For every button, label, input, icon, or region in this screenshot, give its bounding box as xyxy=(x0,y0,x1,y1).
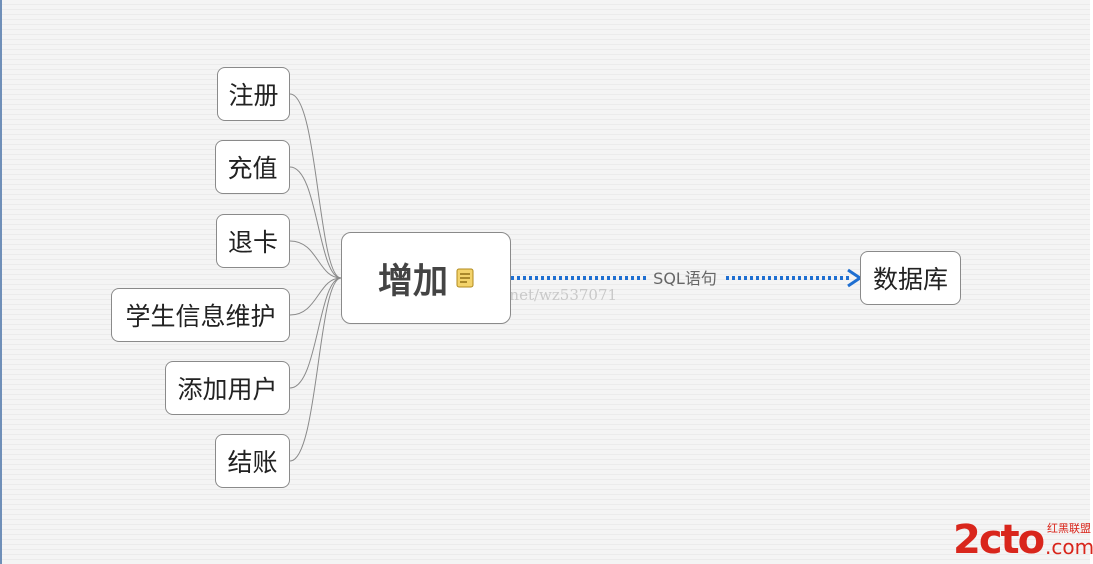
node-add-user[interactable]: 添加用户 xyxy=(165,361,290,415)
logo-tagline: 红黑联盟 xyxy=(1047,522,1091,535)
logo-text: 2cto xyxy=(953,518,1044,558)
arrowhead-icon xyxy=(847,268,863,288)
node-root[interactable]: 增加 xyxy=(341,232,511,324)
node-recharge[interactable]: 充值 xyxy=(215,140,290,194)
node-recharge-label: 充值 xyxy=(227,154,278,183)
connector-return-card xyxy=(289,240,342,279)
node-root-label: 增加 xyxy=(377,261,448,302)
connector-student-info xyxy=(289,277,342,316)
note-icon[interactable] xyxy=(456,268,474,288)
right-border xyxy=(1090,0,1093,564)
node-student-info[interactable]: 学生信息维护 xyxy=(111,288,290,342)
node-target-database[interactable]: 数据库 xyxy=(860,251,961,305)
logo-suffix: .com xyxy=(1045,535,1093,558)
node-add-user-label: 添加用户 xyxy=(177,375,278,404)
site-logo: 2cto .com 红黑联盟 xyxy=(953,518,1093,558)
node-target-label: 数据库 xyxy=(872,265,948,294)
node-register[interactable]: 注册 xyxy=(217,67,290,121)
node-return-card[interactable]: 退卡 xyxy=(216,214,290,268)
connector-checkout xyxy=(289,277,342,462)
node-checkout-label: 结账 xyxy=(227,448,278,477)
node-return-card-label: 退卡 xyxy=(227,228,278,257)
sql-edge-label: SQL语句 xyxy=(653,269,717,288)
connector-register xyxy=(289,93,342,279)
node-student-info-label: 学生信息维护 xyxy=(125,302,276,331)
left-border xyxy=(0,0,2,564)
node-checkout[interactable]: 结账 xyxy=(215,434,290,488)
connector-recharge xyxy=(289,166,342,279)
connector-add-user xyxy=(289,277,342,389)
node-register-label: 注册 xyxy=(228,81,279,110)
